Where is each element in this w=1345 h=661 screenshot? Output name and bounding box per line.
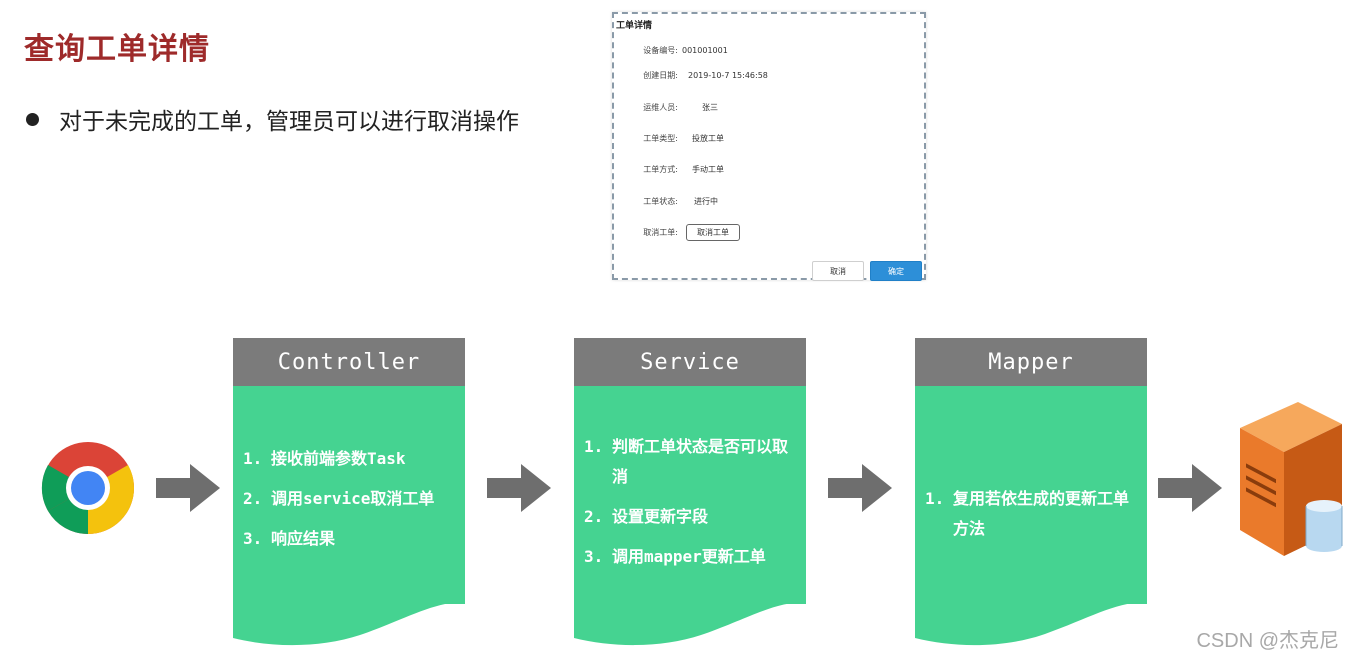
step-text: 复用若依生成的更新工单方法 [953, 489, 1130, 538]
arrow-right-icon [1158, 464, 1222, 512]
field-label: 工单状态: [643, 197, 678, 206]
bullet-text: 对于未完成的工单，管理员可以进行取消操作 [59, 109, 519, 135]
dialog-cancel-button[interactable]: 取消 [812, 261, 864, 281]
step-item: 3. 调用mapper更新工单 [584, 542, 792, 572]
page-title: 查询工单详情 [24, 32, 210, 67]
stage-background [233, 338, 465, 646]
field-cancel-order: 取消工单: 取消工单 [614, 224, 740, 241]
field-order-method: 工单方式: 手动工单 [614, 164, 724, 175]
stage-title: Service [640, 349, 740, 375]
chrome-browser-icon [41, 442, 135, 535]
step-item: 1. 接收前端参数Task [243, 444, 451, 474]
dialog-confirm-button[interactable]: 确定 [870, 261, 922, 281]
step-text: 调用service取消工单 [271, 489, 435, 508]
step-number: 2. [584, 507, 604, 526]
field-created-date: 创建日期: 2019-10-7 15:46:58 [614, 70, 768, 81]
arrow-right-icon [487, 464, 551, 512]
field-value: 进行中 [694, 197, 718, 206]
step-text: 调用mapper更新工单 [612, 547, 766, 566]
step-item: 3. 响应结果 [243, 524, 451, 554]
field-value: 001001001 [682, 46, 728, 55]
field-value: 2019-10-7 15:46:58 [688, 71, 768, 80]
arrow-right-icon [156, 464, 220, 512]
step-text: 设置更新字段 [612, 507, 709, 526]
field-device-number: 设备编号: 001001001 [614, 45, 728, 56]
step-number: 3. [584, 547, 604, 566]
stage-steps: 1. 判断工单状态是否可以取消 2. 设置更新字段 3. 调用mapper更新工单 [584, 432, 792, 582]
step-number: 2. [243, 489, 263, 508]
bullet-dot-icon [26, 112, 39, 126]
step-number: 1. [584, 437, 604, 456]
step-item: 1. 判断工单状态是否可以取消 [584, 432, 792, 492]
field-label: 设备编号: [643, 46, 678, 55]
watermark: CSDN @杰克尼 [1196, 630, 1339, 652]
field-value: 张三 [702, 103, 718, 112]
step-item: 2. 调用service取消工单 [243, 484, 451, 514]
step-number: 1. [925, 489, 945, 508]
field-label: 创建日期: [643, 71, 678, 80]
field-label: 工单方式: [643, 165, 678, 174]
field-value: 投放工单 [692, 134, 724, 143]
step-text: 响应结果 [271, 529, 336, 548]
step-item: 1. 复用若依生成的更新工单方法 [925, 484, 1133, 544]
cancel-order-button[interactable]: 取消工单 [686, 224, 740, 241]
field-label: 运维人员: [643, 103, 678, 112]
work-order-detail-dialog: 工单详情 设备编号: 001001001 创建日期: 2019-10-7 15:… [612, 12, 926, 281]
stage-steps: 1. 接收前端参数Task 2. 调用service取消工单 3. 响应结果 [243, 444, 451, 564]
step-text: 接收前端参数Task [271, 449, 406, 468]
bullet-point: 对于未完成的工单，管理员可以进行取消操作 [26, 102, 519, 136]
stage-background [915, 338, 1147, 646]
arrow-right-icon [828, 464, 892, 512]
database-server-icon [1240, 402, 1343, 556]
stage-title: Controller [277, 349, 421, 375]
stage-steps: 1. 复用若依生成的更新工单方法 [925, 484, 1133, 554]
field-operator: 运维人员: 张三 [614, 102, 718, 113]
step-number: 1. [243, 449, 263, 468]
step-text: 判断工单状态是否可以取消 [612, 437, 789, 486]
stage-background [574, 338, 806, 646]
field-label: 工单类型: [643, 134, 678, 143]
stage-controller: Controller 1. 接收前端参数Task 2. 调用service取消工单 … [233, 338, 465, 658]
step-item: 2. 设置更新字段 [584, 502, 792, 532]
stage-mapper: Mapper 1. 复用若依生成的更新工单方法 [915, 338, 1147, 658]
stage-title: Mapper [988, 349, 1074, 375]
stage-service: Service 1. 判断工单状态是否可以取消 2. 设置更新字段 3. 调用mapp… [574, 338, 806, 658]
step-number: 3. [243, 529, 263, 548]
field-order-type: 工单类型: 投放工单 [614, 133, 724, 144]
field-order-status: 工单状态: 进行中 [614, 196, 718, 207]
field-value: 手动工单 [692, 165, 724, 174]
dialog-title: 工单详情 [616, 21, 653, 31]
field-label: 取消工单: [643, 228, 678, 237]
